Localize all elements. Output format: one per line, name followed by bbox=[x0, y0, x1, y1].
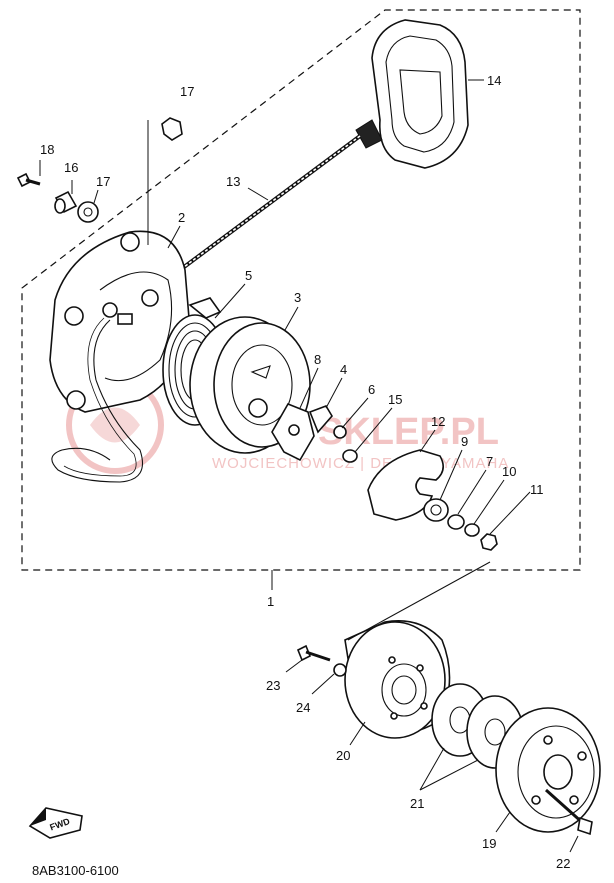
bolt-22 bbox=[544, 788, 593, 836]
leader-23 bbox=[285, 659, 303, 673]
leader-21b bbox=[419, 759, 479, 791]
leader-21a bbox=[419, 747, 445, 791]
leader-2 bbox=[167, 225, 181, 249]
callout-21: 21 bbox=[410, 796, 424, 811]
callout-17-upper: 17 bbox=[180, 84, 194, 99]
starter-handle bbox=[355, 19, 469, 169]
watermark: SKLEP.PL WOJCIECHOWICZ | DEALER YAMAHA bbox=[66, 376, 509, 474]
leader-6 bbox=[341, 397, 369, 429]
callout-23: 23 bbox=[266, 678, 280, 693]
callout-11: 11 bbox=[530, 482, 544, 497]
bushing-17-upper bbox=[161, 117, 183, 141]
callout-20: 20 bbox=[336, 748, 350, 763]
callout-22: 22 bbox=[556, 856, 570, 871]
callout-12: 12 bbox=[431, 414, 445, 429]
callout-7: 7 bbox=[486, 454, 493, 469]
leader-12 bbox=[419, 429, 436, 453]
washer-stack bbox=[423, 498, 498, 551]
callout-13: 13 bbox=[226, 174, 240, 189]
starter-rope bbox=[178, 134, 362, 272]
leader-22 bbox=[569, 835, 579, 853]
callout-24: 24 bbox=[296, 700, 310, 715]
starter-case bbox=[49, 230, 191, 413]
callout-15: 15 bbox=[388, 392, 402, 407]
drive-pawl bbox=[271, 402, 358, 463]
leader-11 bbox=[489, 491, 531, 535]
leader-20 bbox=[349, 721, 366, 746]
leader-19 bbox=[495, 811, 511, 833]
leader-5 bbox=[214, 283, 246, 319]
assembly-boundary bbox=[21, 9, 581, 571]
leader-8 bbox=[299, 367, 319, 409]
bolt-23 bbox=[296, 644, 331, 662]
callout-3: 3 bbox=[294, 290, 301, 305]
collar-16 bbox=[54, 190, 78, 214]
callouts: 1 2 3 4 5 6 7 8 9 10 11 12 13 14 15 16 1… bbox=[40, 73, 570, 871]
leader-24 bbox=[311, 673, 335, 695]
leader-10 bbox=[473, 479, 505, 525]
drive-pulley bbox=[344, 620, 451, 739]
leader-20-to-assembly bbox=[347, 561, 491, 641]
callout-14: 14 bbox=[487, 73, 501, 88]
bushing-17-lower bbox=[77, 201, 99, 223]
callout-6: 6 bbox=[368, 382, 375, 397]
washer-24 bbox=[333, 663, 347, 677]
watermark-subtitle: WOJCIECHOWICZ | DEALER YAMAHA bbox=[212, 455, 509, 472]
callout-9: 9 bbox=[461, 434, 468, 449]
callout-1: 1 bbox=[267, 594, 274, 609]
cable-loop-outer bbox=[63, 317, 137, 477]
leader-7 bbox=[457, 469, 487, 515]
callout-16: 16 bbox=[64, 160, 78, 175]
fwd-arrow: FWD bbox=[28, 807, 83, 839]
leader-3 bbox=[284, 306, 299, 331]
callout-18: 18 bbox=[40, 142, 54, 157]
callout-17-lower: 17 bbox=[96, 174, 110, 189]
cover-plate bbox=[495, 707, 601, 833]
leader-17b bbox=[93, 189, 99, 204]
callout-19: 19 bbox=[482, 836, 496, 851]
leader-15 bbox=[354, 407, 393, 453]
watermark-brand: SKLEP.PL bbox=[318, 411, 499, 453]
callout-8: 8 bbox=[314, 352, 321, 367]
callout-4: 4 bbox=[340, 362, 347, 377]
callout-5: 5 bbox=[245, 268, 252, 283]
watermark-logo-mark bbox=[90, 407, 140, 443]
cable-loop bbox=[51, 319, 144, 483]
diagram-code: 8AB3100-6100 bbox=[32, 863, 119, 878]
leader-9 bbox=[439, 449, 463, 501]
callout-10: 10 bbox=[502, 464, 516, 479]
callout-2: 2 bbox=[178, 210, 185, 225]
friction-plate bbox=[367, 449, 444, 521]
leader-4 bbox=[325, 377, 343, 409]
bolt-18 bbox=[16, 172, 41, 188]
leader-13 bbox=[247, 187, 269, 201]
